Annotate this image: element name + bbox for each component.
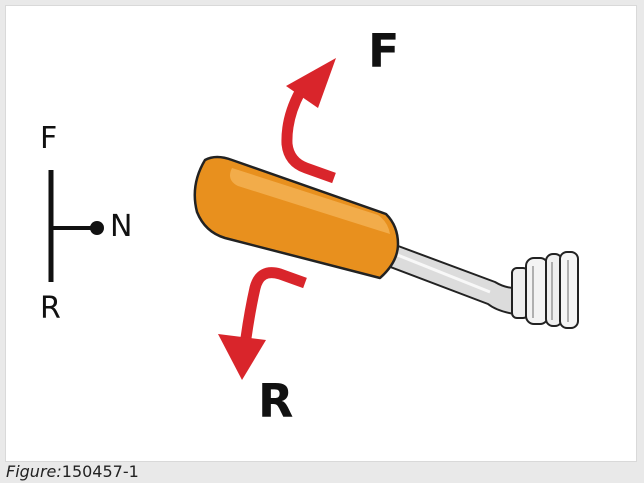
selector-forward-label: F — [40, 124, 57, 154]
neutral-dot — [90, 221, 104, 235]
lever-boot — [512, 252, 578, 328]
forward-arrow-shaft — [287, 92, 334, 178]
selector-schematic — [51, 170, 104, 282]
selector-reverse-label: R — [40, 294, 61, 324]
reverse-arrow-shaft — [246, 273, 305, 338]
caption-prefix: Figure: — [6, 462, 62, 481]
selector-neutral-label: N — [110, 212, 132, 242]
figure-caption: Figure:150457-1 — [6, 464, 139, 480]
forward-arrow-label: F — [368, 28, 399, 74]
lever-diagram — [0, 0, 644, 462]
caption-id: 150457-1 — [62, 462, 139, 481]
reverse-arrow-label: R — [258, 378, 293, 424]
